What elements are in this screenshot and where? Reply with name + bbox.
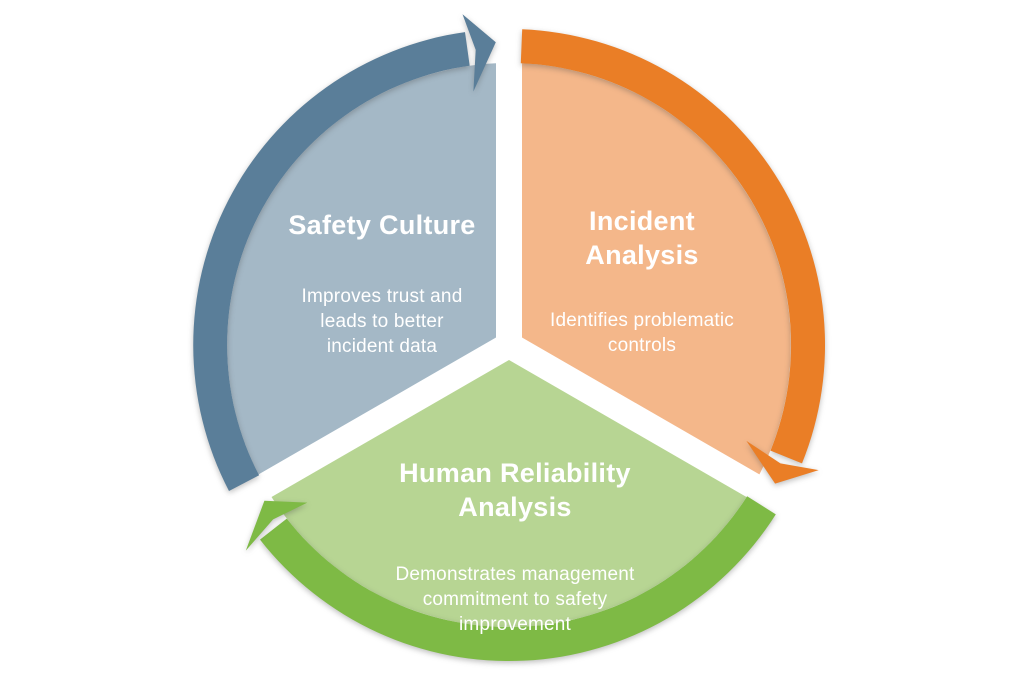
safety-culture-arrow-head-icon bbox=[462, 14, 496, 92]
safety-culture-arrow-arc bbox=[193, 32, 470, 491]
incident-analysis-arrow-arc bbox=[520, 29, 826, 464]
human-reliability-sector bbox=[271, 360, 747, 627]
safety-culture-sector bbox=[227, 63, 496, 475]
incident-analysis-sector bbox=[522, 63, 791, 475]
incident-analysis-arrow-head-icon bbox=[746, 440, 819, 484]
human-reliability-arrow-arc bbox=[260, 496, 776, 662]
human-reliability-arrow-head-icon bbox=[245, 500, 308, 551]
